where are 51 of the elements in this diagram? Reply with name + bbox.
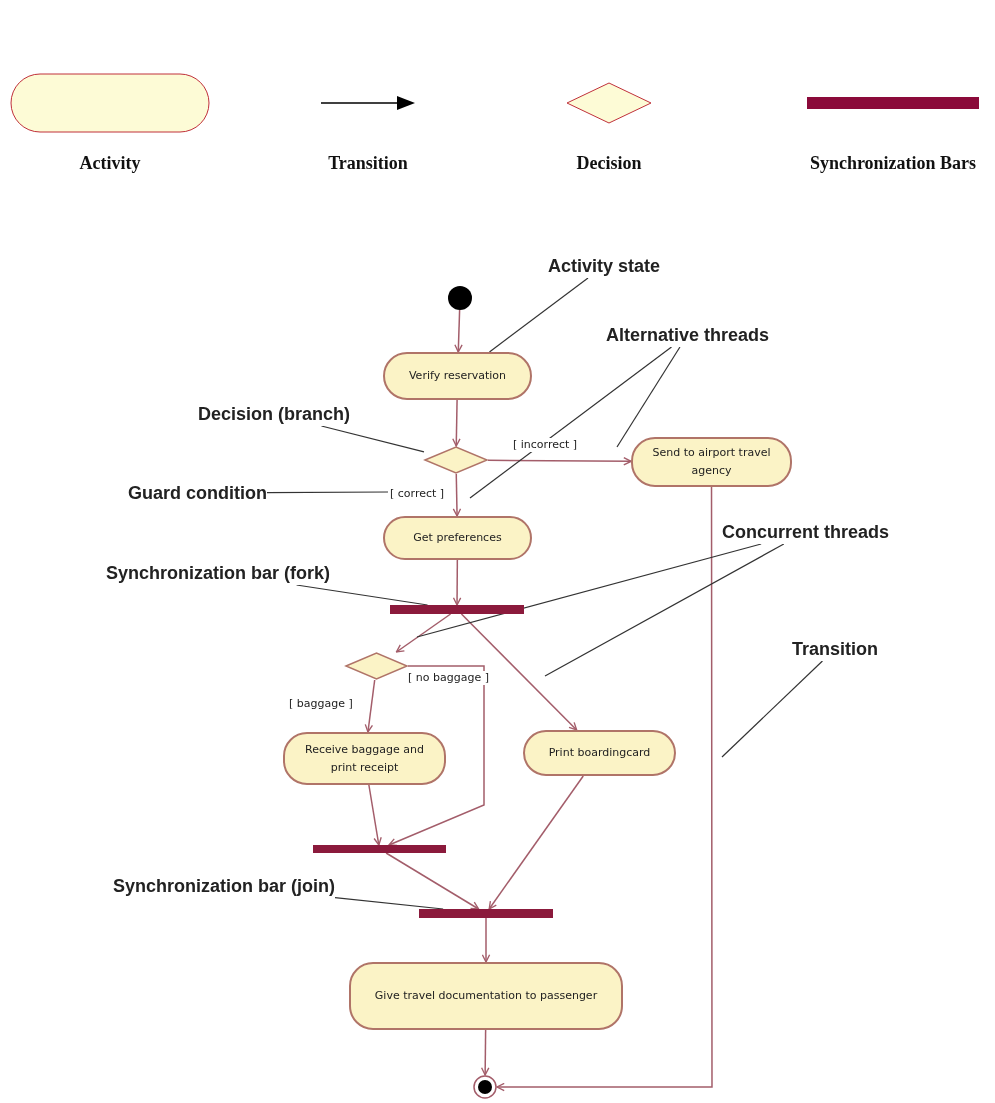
legend-label: Synchronization Bars [808,152,978,175]
guard-label: [ incorrect ] [512,438,579,452]
activity-box [383,352,532,400]
transition-arrow [496,486,713,1092]
leader-line [266,491,389,494]
guard-label: [ no baggage ] [407,671,490,685]
transition-arrow [395,613,452,653]
activity-label: Print boardingcard [548,745,651,762]
activity-label: Give travel documentation to passenger [374,988,598,1005]
synchronization-bar [313,845,446,853]
activity-label: Get preferences [413,530,502,547]
activity-box [349,962,623,1030]
leader-line [320,425,425,453]
decision-diamond [345,652,408,680]
end-node [473,1075,497,1099]
leader-line [416,543,762,638]
transition-arrow [488,775,584,910]
activity-box [283,732,446,785]
activity-label: Send to airport travel agency [651,445,772,479]
transition-arrow [452,559,462,606]
legend-label: Transition [327,152,409,175]
leader-line [721,660,824,758]
transition-arrow [452,473,462,517]
transition-arrow [452,399,461,447]
transition-arrow [388,665,485,847]
transition-arrow [454,309,463,353]
leader-line [616,346,681,448]
guard-label: [ correct ] [389,487,446,501]
transition-arrow [385,852,480,910]
start-node [448,286,472,310]
transition-arrow [364,679,376,733]
leader-line [334,897,444,910]
transition-arrow [460,613,578,731]
leader-line [544,543,785,677]
activity-label: Receive baggage and print receipt [304,741,425,776]
transition-arrow [481,917,491,963]
leader-line [469,346,673,499]
activity-box [631,437,792,487]
legend-label: Activity [78,152,142,175]
activity-box [523,730,676,776]
leader-line [488,277,589,353]
transition-arrow [368,784,382,846]
activity-box [383,516,532,560]
synchronization-bar [419,909,553,918]
guard-label: [ baggage ] [288,697,354,711]
legend-label: Decision [575,152,643,175]
transition-arrow [487,457,632,466]
activity-label: Verify reservation [408,368,507,385]
transition-arrow [480,1029,490,1076]
decision-diamond [424,446,488,474]
synchronization-bar [390,605,524,614]
